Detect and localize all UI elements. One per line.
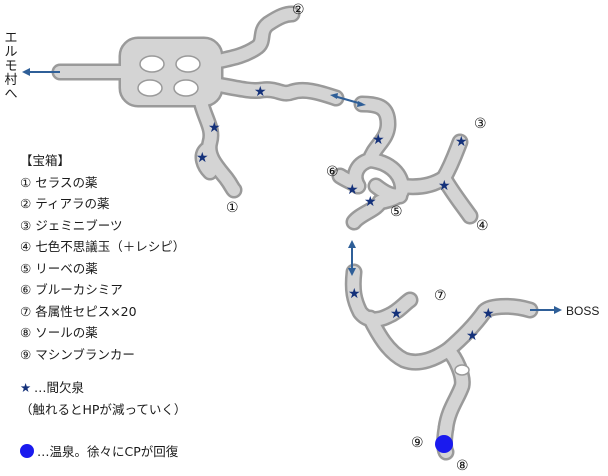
destination-boss: BOSS — [566, 304, 600, 318]
star-icon: ★ — [466, 328, 479, 344]
list-item: ③ ジェミニブーツ — [20, 217, 123, 233]
list-item: ⑦ 各属性セピス×20 — [20, 303, 137, 319]
chest-marker-3: ③ — [474, 116, 487, 132]
list-item: ⑤ リーベの薬 — [20, 260, 98, 276]
list-item: ⑧ ソールの薬 — [20, 325, 98, 340]
list-item: ① セラスの薬 — [20, 174, 98, 190]
list-item: ⑥ ブルーカシミア — [20, 282, 123, 297]
list-item: ④ 七色不思議玉（＋レシピ） — [20, 239, 186, 254]
chest-marker-2: ② — [292, 2, 305, 18]
room-pillars — [137, 55, 201, 97]
link-arrow-vertical — [348, 240, 356, 276]
loop-ring — [454, 364, 470, 376]
star-icon: ★ — [364, 194, 377, 210]
star-icon: ★ — [346, 182, 359, 198]
star-icon: ★ — [372, 132, 385, 148]
star-icon: ★ — [438, 178, 451, 194]
geysers: ★ ★ ★ ★ ★ ★ ★ ★ ★ ★ ★ ★ — [196, 84, 495, 344]
cave-paths — [51, 5, 539, 461]
star-icon: ★ — [390, 306, 403, 322]
treasure-list: 【宝箱】 ① セラスの薬 ② ティアラの薬 ③ ジェミニブーツ ④ 七色不思議玉… — [20, 150, 185, 365]
star-icon: ★ — [254, 84, 267, 100]
star-icon: ★ — [348, 286, 361, 302]
chest-marker-4: ④ — [476, 218, 489, 234]
blue-circle-icon — [20, 444, 34, 458]
list-item: ⑨ マシンブランカー — [20, 346, 135, 362]
list-item: ② ティアラの薬 — [20, 196, 110, 211]
chest-marker-8: ⑧ — [456, 458, 469, 474]
destination-west: エルモ村へ — [4, 31, 18, 102]
chest-marker-7: ⑦ — [434, 288, 447, 304]
chest-marker-9: ⑨ — [411, 435, 424, 451]
link-arrow-top — [330, 93, 366, 107]
star-icon: ★ — [482, 306, 495, 322]
star-icon: ★ — [196, 150, 209, 166]
blue-circle-icon — [435, 435, 453, 453]
chest-marker-1: ① — [226, 200, 239, 216]
star-icon: ★ — [455, 134, 468, 150]
star-icon: ★ — [208, 120, 221, 136]
spring-legend: …温泉。徐々にCPが回復 — [20, 442, 178, 462]
exit-west-arrow[interactable] — [22, 68, 60, 76]
geyser-legend: ★…間欠泉 — [20, 378, 84, 398]
treasure-heading: 【宝箱】 — [20, 153, 71, 168]
chest-marker-6: ⑥ — [326, 164, 339, 180]
exit-boss-arrow[interactable] — [530, 306, 562, 314]
geyser-note: （触れるとHPが減っていく） — [20, 402, 187, 417]
chest-marker-5: ⑤ — [390, 204, 403, 220]
star-icon: ★ — [20, 380, 32, 395]
